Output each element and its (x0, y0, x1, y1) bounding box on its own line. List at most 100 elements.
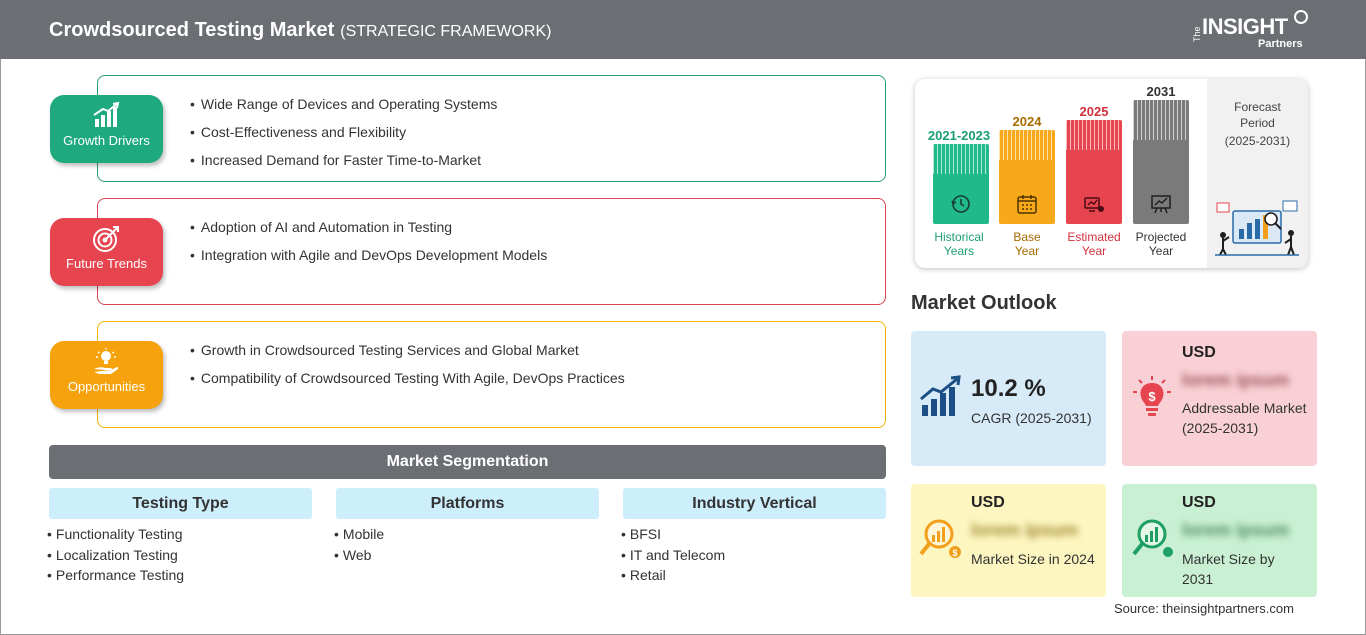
bar-stripes (1066, 120, 1122, 150)
size-2031-currency: USD (1182, 494, 1216, 511)
future-trends-list: Adoption of AI and Automation in Testing… (190, 218, 547, 274)
lightbulb-hand-icon (94, 348, 119, 374)
forecast-line: Period (1240, 116, 1275, 130)
forecast-panel: Forecast Period (2025-2031) (1207, 79, 1308, 268)
magnifier-chart-icon: $ (919, 519, 961, 558)
svg-text:$: $ (1148, 389, 1156, 404)
size-2031-label: Market Size by 2031 (1182, 551, 1275, 587)
list-item: Compatibility of Crowdsourced Testing Wi… (190, 369, 625, 397)
list-item: Integration with Agile and DevOps Develo… (190, 246, 547, 274)
historical-bar (933, 144, 989, 224)
addressable-currency: USD (1182, 344, 1216, 361)
cagr-value: 10.2 % (971, 375, 1046, 402)
cagr-label: CAGR (2025-2031) (971, 410, 1092, 426)
label-line: Year (1081, 244, 1107, 258)
projected-bar (1133, 100, 1189, 224)
addressable-market-card: $ USD lorem ipsum Addressable Market (20… (1122, 331, 1317, 466)
forecast-text: Forecast Period (2025-2031) (1207, 99, 1308, 149)
page-title: Crowdsourced Testing Market (STRATEGIC FR… (49, 19, 551, 42)
cagr-card: 10.2 % CAGR (2025-2031) (911, 331, 1106, 466)
testing-type-list: Functionality Testing Localization Testi… (47, 525, 184, 587)
segment-heading-testing-type: Testing Type (49, 488, 312, 519)
year-estimated: 2025 (1079, 104, 1109, 119)
outlook-title: Market Outlook (911, 292, 1057, 314)
forecast-line: (2025-2031) (1224, 134, 1291, 148)
future-trends-box: Adoption of AI and Automation in Testing… (97, 198, 886, 305)
base-bar (999, 130, 1055, 224)
logo-sub-text: Partners (1258, 38, 1303, 50)
list-item: Increased Demand for Faster Time-to-Mark… (190, 151, 497, 179)
badge-label: Growth Drivers (63, 133, 150, 148)
size-2024-label: Market Size in 2024 (971, 551, 1095, 567)
svg-text:$: $ (952, 548, 957, 558)
industry-vertical-list: BFSI IT and Telecom Retail (621, 525, 725, 587)
segment-heading-industry-vertical: Industry Vertical (623, 488, 886, 519)
insight-partners-logo: The INSIGHT Partners (1192, 10, 1312, 52)
size-2024-value: lorem ipsum (971, 520, 1079, 540)
label-line: Years (943, 244, 975, 258)
target-icon (93, 226, 119, 252)
projection-board-icon (1151, 195, 1171, 214)
projected-label: Projected Year (1121, 230, 1201, 258)
analytics-people-icon (1215, 200, 1299, 256)
historical-label: Historical Years (919, 230, 999, 258)
label-line: Base (1013, 230, 1041, 244)
badge-label: Opportunities (67, 379, 146, 394)
market-size-2031-card: USD lorem ipsum Market Size by 2031 (1122, 484, 1317, 597)
growth-chart-icon (920, 375, 961, 416)
list-item: Localization Testing (47, 546, 184, 567)
list-item: Growth in Crowdsourced Testing Services … (190, 341, 625, 369)
title-subtitle: (STRATEGIC FRAMEWORK) (340, 23, 552, 40)
magnifier-growth-icon (1132, 519, 1173, 557)
label-line: Year (1014, 244, 1040, 258)
list-item: Cost-Effectiveness and Flexibility (190, 123, 497, 151)
estimate-icon (1084, 197, 1104, 212)
list-item: IT and Telecom (621, 546, 725, 567)
list-item: Wide Range of Devices and Operating Syst… (190, 95, 497, 123)
base-label: Base Year (987, 230, 1067, 258)
source-credit: Source: theinsightpartners.com (1114, 601, 1294, 616)
bar-stripes (999, 130, 1055, 160)
market-size-2024-card: $ USD lorem ipsum Market Size in 2024 (911, 484, 1106, 597)
platforms-list: Mobile Web (334, 525, 384, 566)
growth-drivers-list: Wide Range of Devices and Operating Syst… (190, 95, 497, 179)
future-trends-badge: Future Trends (50, 218, 163, 286)
history-icon (951, 195, 970, 213)
growth-drivers-box: Wide Range of Devices and Operating Syst… (97, 75, 886, 182)
size-2031-value: lorem ipsum (1182, 520, 1290, 540)
bar-stripes (1133, 100, 1189, 140)
year-historical: 2021-2023 (927, 128, 991, 143)
list-item: BFSI (621, 525, 725, 546)
title-text: Crowdsourced Testing Market (49, 19, 335, 41)
addressable-label: Addressable Market (2025-2031) (1182, 400, 1307, 436)
header-bar: Crowdsourced Testing Market (STRATEGIC FR… (0, 0, 1366, 59)
logo-ring-icon (1294, 10, 1308, 24)
label-line: Projected (1135, 230, 1187, 244)
opportunities-list: Growth in Crowdsourced Testing Services … (190, 341, 625, 397)
growth-drivers-badge: Growth Drivers (50, 95, 163, 163)
addressable-value: lorem ipsum (1182, 370, 1290, 390)
logo-main-text: INSIGHT (1202, 14, 1288, 39)
growth-chart-icon (93, 101, 120, 127)
idea-dollar-icon: $ (1133, 376, 1171, 416)
bar-stripes (933, 144, 989, 174)
label-line: Estimated (1067, 230, 1121, 244)
label-line: Year (1148, 244, 1174, 258)
badge-label: Future Trends (66, 256, 147, 271)
opportunities-box: Growth in Crowdsourced Testing Services … (97, 321, 886, 428)
calendar-icon (1017, 195, 1037, 214)
year-projected: 2031 (1146, 84, 1176, 99)
timeline-card: 2021-2023 Historical Years 2024 Base Yea… (915, 79, 1308, 268)
list-item: Web (334, 546, 384, 567)
list-item: Functionality Testing (47, 525, 184, 546)
size-2024-currency: USD (971, 494, 1005, 511)
list-item: Adoption of AI and Automation in Testing (190, 218, 547, 246)
list-item: Performance Testing (47, 566, 184, 587)
logo-prefix: The (1192, 26, 1202, 42)
opportunities-badge: Opportunities (50, 341, 163, 409)
list-item: Retail (621, 566, 725, 587)
forecast-line: Forecast (1234, 100, 1281, 114)
segmentation-title: Market Segmentation (49, 445, 886, 479)
segment-heading-platforms: Platforms (336, 488, 599, 519)
estimated-label: Estimated Year (1054, 230, 1134, 258)
